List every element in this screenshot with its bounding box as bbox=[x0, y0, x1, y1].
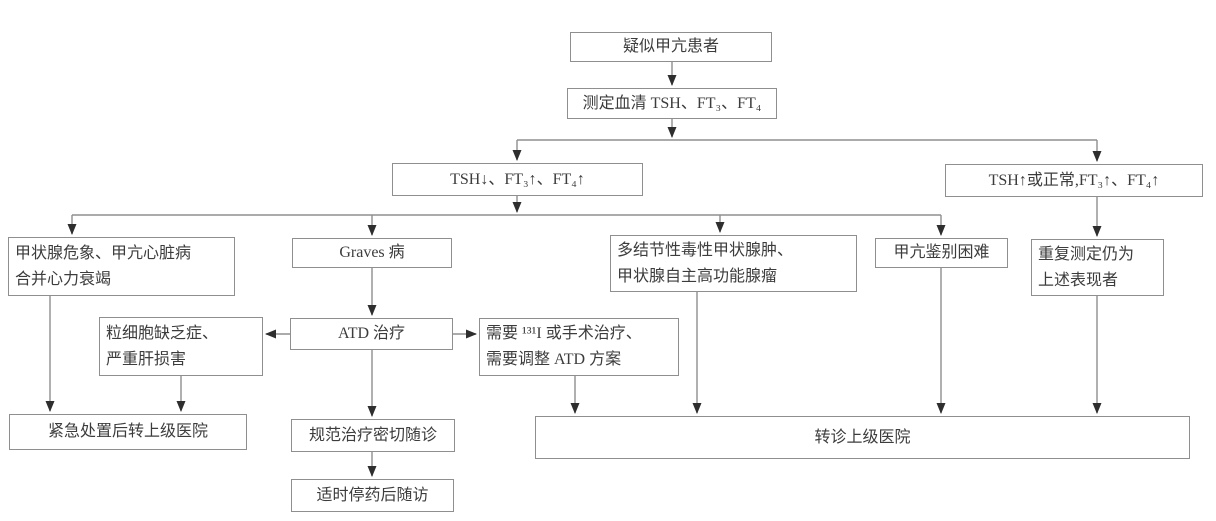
node-label: 紧急处置后转上级医院 bbox=[47, 423, 208, 440]
node-agranulocytosis-liver-damage: 粒细胞缺乏症、 严重肝损害 bbox=[99, 317, 263, 376]
node-label-line1: 需要 ¹³¹I 或手术治疗、 bbox=[486, 325, 642, 343]
node-label-line2: 上述表现者 bbox=[1038, 271, 1119, 289]
node-label: 测定血清 TSH、FT₃、FT₄ bbox=[582, 94, 762, 112]
node-differentiation-difficult: 甲亢鉴别困难 bbox=[875, 238, 1008, 268]
node-graves-disease: Graves 病 bbox=[292, 238, 452, 268]
node-label-line2: 合并心力衰竭 bbox=[15, 270, 112, 288]
node-atd-treatment: ATD 治疗 bbox=[290, 318, 453, 350]
node-label: TSH↓、FT₃↑、FT₄↑ bbox=[450, 170, 585, 188]
node-need-radioiodine-surgery-adjust-atd: 需要 ¹³¹I 或手术治疗、 需要调整 ATD 方案 bbox=[479, 318, 679, 376]
node-multinodular-toxic-goiter: 多结节性毒性甲状腺肿、 甲状腺自主高功能腺瘤 bbox=[610, 235, 857, 292]
node-refer-higher-hospital: 转诊上级医院 bbox=[535, 416, 1190, 459]
node-measure-serum-tsh-ft3-ft4: 测定血清 TSH、FT₃、FT₄ bbox=[567, 88, 777, 119]
node-label: 疑似甲亢患者 bbox=[622, 38, 719, 55]
node-label-line1: 多结节性毒性甲状腺肿、 bbox=[617, 241, 794, 259]
node-emergency-then-refer: 紧急处置后转上级医院 bbox=[9, 414, 247, 450]
node-label-line1: 甲状腺危象、甲亢心脏病 bbox=[15, 244, 192, 262]
node-stop-medication-followup: 适时停药后随访 bbox=[291, 479, 454, 512]
node-label-line2: 甲状腺自主高功能腺瘤 bbox=[617, 267, 778, 285]
node-repeat-measurement-same: 重复测定仍为 上述表现者 bbox=[1031, 239, 1164, 296]
node-label-line1: 重复测定仍为 bbox=[1038, 245, 1135, 263]
node-label: 甲亢鉴别困难 bbox=[893, 244, 990, 261]
node-label: ATD 治疗 bbox=[337, 325, 406, 342]
node-tsh-high-or-normal: TSH↑或正常,FT₃↑、FT₄↑ bbox=[945, 164, 1203, 197]
node-label: 规范治疗密切随诊 bbox=[308, 426, 437, 444]
node-tsh-low-ft-high: TSH↓、FT₃↑、FT₄↑ bbox=[392, 163, 643, 196]
node-label-line1: 粒细胞缺乏症、 bbox=[106, 324, 219, 342]
node-label-line2: 严重肝损害 bbox=[106, 350, 187, 368]
node-thyroid-crisis-heart-disease: 甲状腺危象、甲亢心脏病 合并心力衰竭 bbox=[8, 237, 235, 296]
node-label: 转诊上级医院 bbox=[814, 428, 911, 446]
node-label: TSH↑或正常,FT₃↑、FT₄↑ bbox=[988, 171, 1160, 189]
node-label: Graves 病 bbox=[339, 244, 405, 261]
node-standard-treatment-followup: 规范治疗密切随诊 bbox=[291, 419, 455, 452]
node-label-line2: 需要调整 ATD 方案 bbox=[486, 351, 622, 368]
connector-lines bbox=[45, 62, 1102, 477]
node-label: 适时停药后随访 bbox=[316, 486, 429, 504]
node-suspected-hyperthyroid: 疑似甲亢患者 bbox=[570, 32, 772, 62]
